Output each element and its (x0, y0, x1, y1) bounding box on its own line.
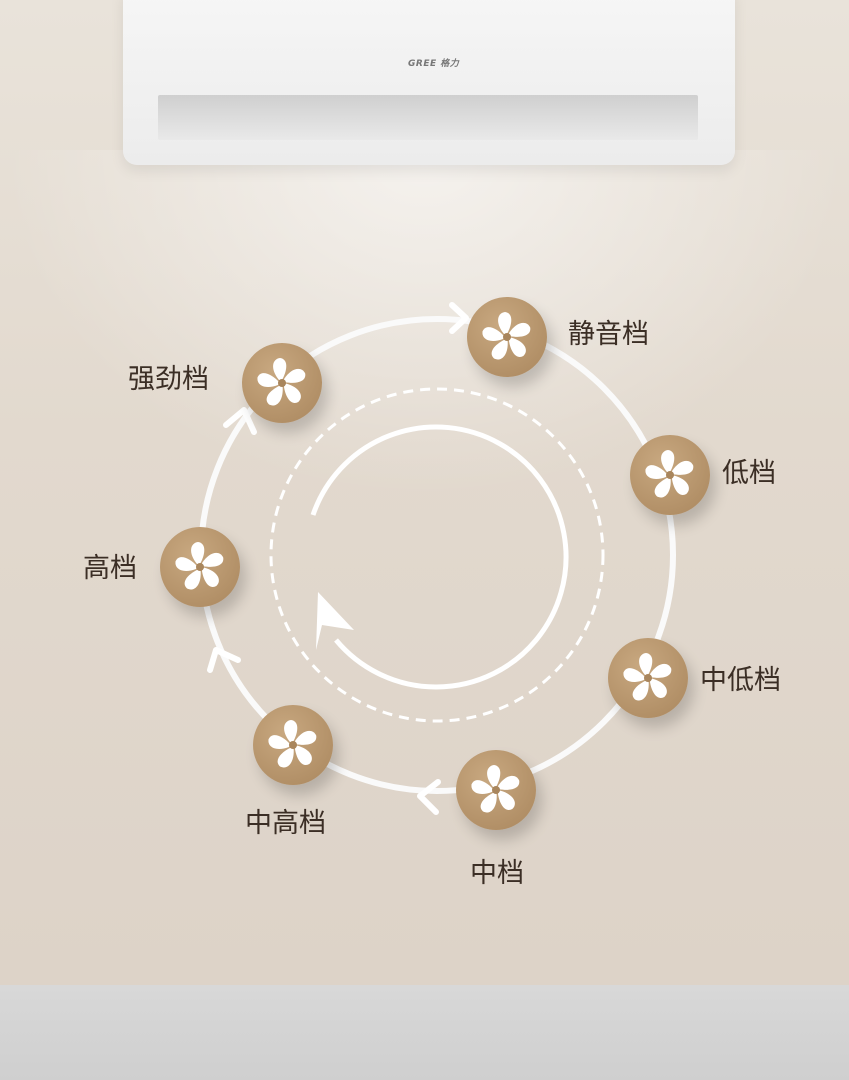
arrow-icon (449, 302, 469, 334)
air-conditioner-unit: GREE 格力 (123, 0, 735, 165)
fan-icon (160, 527, 240, 607)
mode-label: 强劲档 (128, 364, 209, 395)
floor-strip (0, 985, 849, 1080)
arrow-icon (207, 647, 241, 673)
mode-label: 中高档 (245, 808, 326, 839)
fan-icon (456, 750, 536, 830)
fan-icon (242, 343, 322, 423)
inner-arrow-head (316, 592, 354, 650)
brand-logo: GREE 格力 (408, 59, 460, 69)
mode-label: 静音档 (568, 319, 649, 350)
airflow-mist (0, 150, 849, 500)
dashed-ring (269, 387, 605, 723)
mode-label: 低档 (722, 458, 776, 489)
inner-arc (310, 424, 569, 690)
fan-icon (253, 705, 333, 785)
air-vent (158, 95, 698, 140)
mode-label: 高档 (83, 553, 137, 584)
arrow-icon (417, 779, 441, 815)
arrow-icon (223, 407, 257, 435)
fan-icon (630, 435, 710, 515)
fan-icon (608, 638, 688, 718)
fan-icon (467, 297, 547, 377)
mode-label: 中档 (470, 858, 524, 889)
mode-label: 中低档 (700, 665, 781, 696)
